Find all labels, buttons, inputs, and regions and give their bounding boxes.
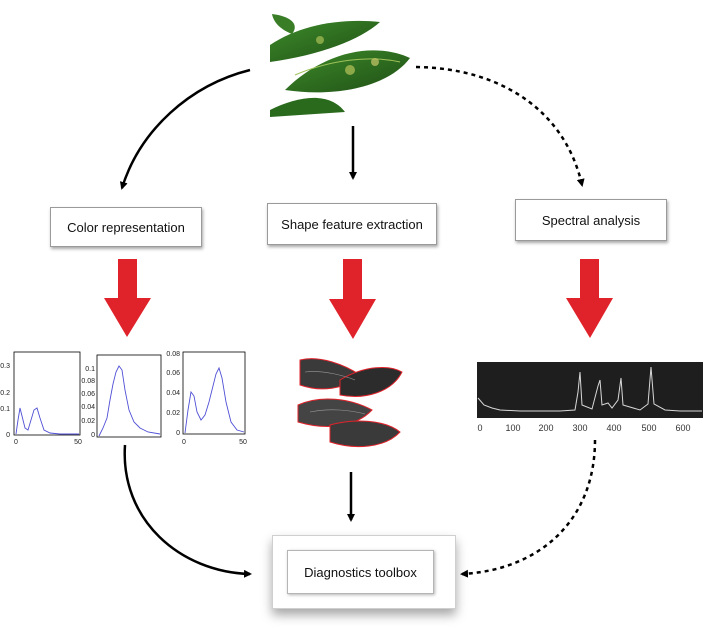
hist2-ytick: 0.08 <box>81 378 95 385</box>
histogram-3-curve <box>184 366 245 434</box>
hist1-xtick: 0 <box>14 439 18 446</box>
spectrum-xtick: 400 <box>606 423 621 433</box>
hist1-ytick: 0.2 <box>0 390 10 397</box>
histogram-3: 0.08 0.06 0.04 0.02 0 0 50 <box>166 351 247 446</box>
spectrum-xtick: 300 <box>572 423 587 433</box>
diagnostics-toolbox-box: Diagnostics toolbox <box>287 550 434 594</box>
spectrum-xtick: 500 <box>641 423 656 433</box>
hist3-ytick: 0.08 <box>166 351 180 358</box>
hist1-ytick: 0 <box>6 432 10 439</box>
hist3-ytick: 0.06 <box>166 370 180 377</box>
hist1-ytick: 0.1 <box>0 406 10 413</box>
spectrum-xtick: 100 <box>505 423 520 433</box>
leaf-3 <box>270 97 345 117</box>
red-arrow-color <box>104 259 151 337</box>
spectrum-xtick: 600 <box>675 423 690 433</box>
diagnostics-toolbox-label: Diagnostics toolbox <box>304 564 417 580</box>
red-arrow-shape <box>329 259 376 339</box>
arrow-leaf-to-spectral <box>415 65 585 187</box>
histogram-1-curve <box>15 407 79 435</box>
arrow-color-to-toolbox <box>123 444 252 578</box>
leaf-photo <box>270 12 412 117</box>
histogram-2: 0.1 0.08 0.06 0.04 0.02 0 <box>81 354 162 439</box>
color-representation-label: Color representation <box>67 219 185 235</box>
hist2-ytick: 0.02 <box>81 418 95 425</box>
spectrum-trace <box>477 366 702 412</box>
shape-feature-extraction-box: Shape feature extraction <box>267 203 437 245</box>
spectral-analysis-box: Spectral analysis <box>515 199 667 241</box>
leaf-1 <box>270 20 380 63</box>
spectral-analysis-label: Spectral analysis <box>541 212 641 228</box>
spectrum-plot: 0 100 200 300 400 500 600 <box>477 362 703 433</box>
hist1-xtick: 50 <box>74 439 82 446</box>
leaf-4 <box>272 14 295 34</box>
arrow-leaf-to-color <box>119 68 251 190</box>
spectrum-xtick: 0 <box>477 423 482 433</box>
histogram-1: 0.3 0.2 0.1 0 0 50 <box>0 351 82 446</box>
histogram-2-curve <box>98 365 161 437</box>
hist2-ytick: 0.06 <box>81 391 95 398</box>
hist2-ytick: 0.04 <box>81 404 95 411</box>
hist3-xtick: 0 <box>182 439 186 446</box>
hist1-ytick: 0.3 <box>0 363 10 370</box>
red-arrow-spectral <box>566 259 613 338</box>
hist2-ytick: 0 <box>91 432 95 439</box>
hist3-ytick: 0.02 <box>166 410 180 417</box>
shape-feature-image <box>295 352 403 452</box>
arrow-spectral-to-toolbox <box>460 439 597 578</box>
hist2-ytick: 0.1 <box>85 366 95 373</box>
shape-feature-extraction-label: Shape feature extraction <box>281 216 423 232</box>
color-representation-box: Color representation <box>50 207 202 247</box>
hist3-ytick: 0 <box>176 430 180 437</box>
hist3-ytick: 0.04 <box>166 390 180 397</box>
spectrum-xtick: 200 <box>538 423 553 433</box>
hist3-xtick: 50 <box>239 439 247 446</box>
